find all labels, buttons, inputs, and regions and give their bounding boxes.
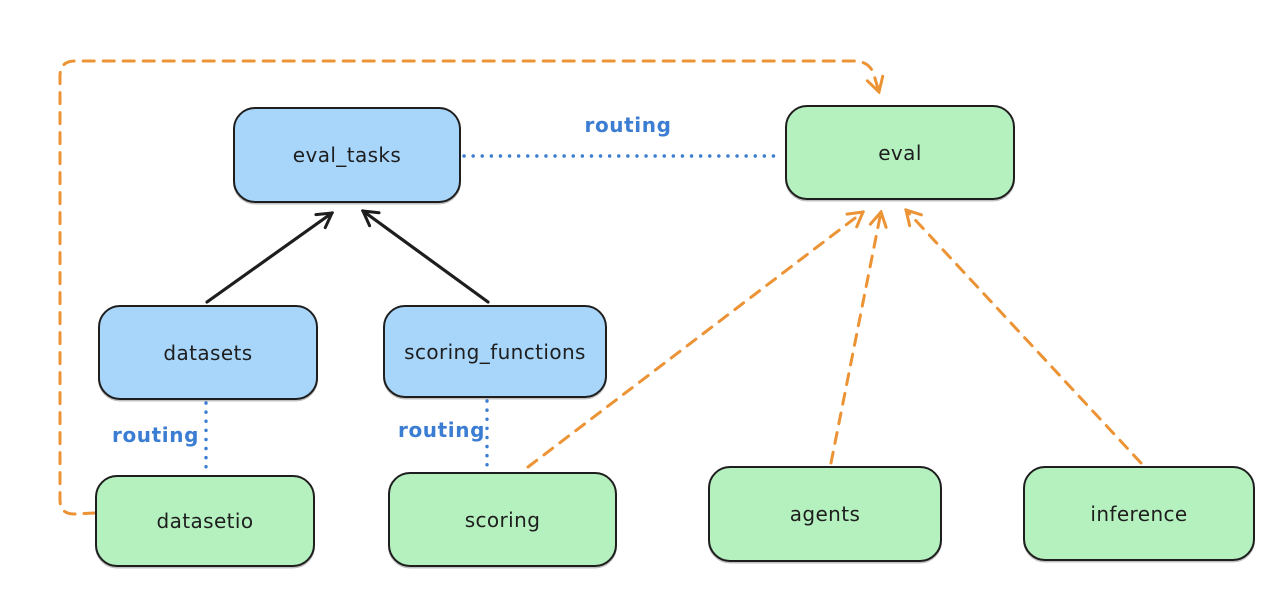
node-datasetio: datasetio (95, 475, 315, 567)
edge-label-routing-left: routing (112, 423, 200, 447)
edge-scoring-to-eval (526, 212, 863, 469)
node-label: agents (789, 502, 861, 526)
node-scoring: scoring (388, 472, 617, 567)
node-inference: inference (1023, 466, 1255, 561)
edge-label-routing-mid: routing (398, 418, 486, 442)
node-label: eval (878, 140, 922, 165)
edge-inference-to-eval (906, 210, 1143, 465)
edge-label-routing-top: routing (584, 113, 672, 137)
node-scoring-functions: scoring_functions (383, 305, 607, 398)
node-eval-tasks: eval_tasks (233, 107, 461, 203)
node-label: datasets (163, 340, 253, 365)
edge-datasets-to-eval-tasks (205, 213, 332, 304)
node-eval: eval (785, 105, 1015, 200)
node-agents: agents (708, 466, 942, 562)
node-label: scoring (464, 507, 541, 532)
edge-scoring-functions-to-eval-tasks (363, 211, 490, 304)
node-label: inference (1090, 501, 1188, 526)
edge-datasetio-to-eval (58, 59, 879, 516)
node-datasets: datasets (98, 305, 318, 400)
node-label: datasetio (156, 509, 254, 533)
edge-agents-to-eval (829, 212, 881, 465)
node-label: scoring_functions (404, 339, 586, 364)
node-label: eval_tasks (292, 143, 402, 167)
